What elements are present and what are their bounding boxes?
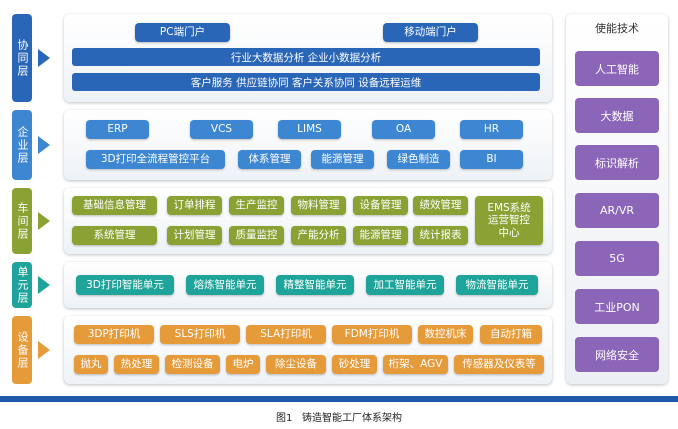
ws-basic-info: 基础信息管理 <box>72 196 157 215</box>
eq-sla-printer: SLA打印机 <box>246 325 326 344</box>
eq-sls-printer: SLS打印机 <box>160 325 240 344</box>
eq-cnc: 数控机床 <box>418 325 473 344</box>
layer-label-collab: 协同层 <box>12 14 32 102</box>
ws-material-mgmt: 物料管理 <box>291 196 346 215</box>
unit-smelting: 熔炼智能单元 <box>186 275 264 295</box>
eq-fdm-printer: FDM打印机 <box>332 325 412 344</box>
eq-gantry-agv: 桁架、AGV <box>383 355 448 374</box>
arrow-icon <box>38 341 50 359</box>
tech-big-data: 大数据 <box>575 98 659 133</box>
ws-plan-mgmt: 计划管理 <box>167 226 222 245</box>
ws-statistics-report: 统计报表 <box>413 226 468 245</box>
tech-industrial-pon: 工业PON <box>575 289 659 324</box>
tech-5g: 5G <box>575 241 659 276</box>
ent-oa: OA <box>372 120 435 139</box>
collab-bar-services: 客户服务 供应链协同 客户关系协同 设备远程运维 <box>72 73 540 91</box>
ws-ems-center: EMS系统 运营智控 中心 <box>475 196 543 245</box>
tech-ar-vr: AR/VR <box>575 193 659 228</box>
ent-bi: BI <box>460 150 523 169</box>
ws-performance-mgmt: 绩效管理 <box>413 196 468 215</box>
ent-hr: HR <box>460 120 523 139</box>
ent-lims: LIMS <box>278 120 341 139</box>
arrow-icon <box>38 212 50 230</box>
ws-equipment-mgmt: 设备管理 <box>353 196 408 215</box>
eq-inspection: 检测设备 <box>165 355 220 374</box>
enabling-tech-title: 使能技术 <box>595 22 639 35</box>
ent-green-mfg: 绿色制造 <box>387 150 450 169</box>
ent-erp: ERP <box>86 120 149 139</box>
unit-3dprint: 3D打印智能单元 <box>76 275 174 295</box>
ws-quality-monitor: 质量监控 <box>229 226 284 245</box>
eq-sensors: 传感器及仪表等 <box>454 355 544 374</box>
arrow-icon <box>38 276 50 294</box>
ws-energy-mgmt: 能源管理 <box>353 226 408 245</box>
tech-identifier-resolution: 标识解析 <box>575 145 659 180</box>
arrow-icon <box>38 136 50 154</box>
arrow-icon <box>38 49 50 67</box>
layer-label-unit: 单元层 <box>12 262 32 308</box>
ent-energy-mgmt: 能源管理 <box>311 150 374 169</box>
ent-system-mgmt: 体系管理 <box>238 150 301 169</box>
ws-order-schedule: 订单排程 <box>167 196 222 215</box>
ent-vcs: VCS <box>190 120 253 139</box>
portal-mobile: 移动端门户 <box>383 23 478 42</box>
ws-system-mgmt: 系统管理 <box>72 226 157 245</box>
tech-ai: 人工智能 <box>575 51 659 86</box>
layer-label-enterprise: 企业层 <box>12 110 32 180</box>
layer-label-workshop: 车间层 <box>12 188 32 254</box>
tech-network-security: 网络安全 <box>575 337 659 372</box>
unit-logistics: 物流智能单元 <box>456 275 538 295</box>
figure-caption: 图1 铸造智能工厂体系架构 <box>276 413 402 424</box>
ws-production-monitor: 生产监控 <box>229 196 284 215</box>
ws-capacity-analysis: 产能分析 <box>291 226 346 245</box>
eq-heat-treatment: 热处理 <box>114 355 159 374</box>
layer-label-equipment: 设备层 <box>12 316 32 384</box>
ent-3dprint-platform: 3D打印全流程管控平台 <box>86 150 225 169</box>
eq-sand-treatment: 砂处理 <box>332 355 377 374</box>
eq-electric-furnace: 电炉 <box>226 355 260 374</box>
footer-bar <box>0 396 678 402</box>
collab-bar-analytics: 行业大数据分析 企业小数据分析 <box>72 48 540 66</box>
unit-finishing: 精整智能单元 <box>276 275 354 295</box>
unit-machining: 加工智能单元 <box>366 275 444 295</box>
eq-shot-blasting: 抛丸 <box>74 355 108 374</box>
eq-3dp-printer: 3DP打印机 <box>74 325 154 344</box>
eq-dust-removal: 除尘设备 <box>266 355 326 374</box>
portal-pc: PC端门户 <box>135 23 230 42</box>
eq-auto-unboxing: 自动打箱 <box>480 325 542 344</box>
